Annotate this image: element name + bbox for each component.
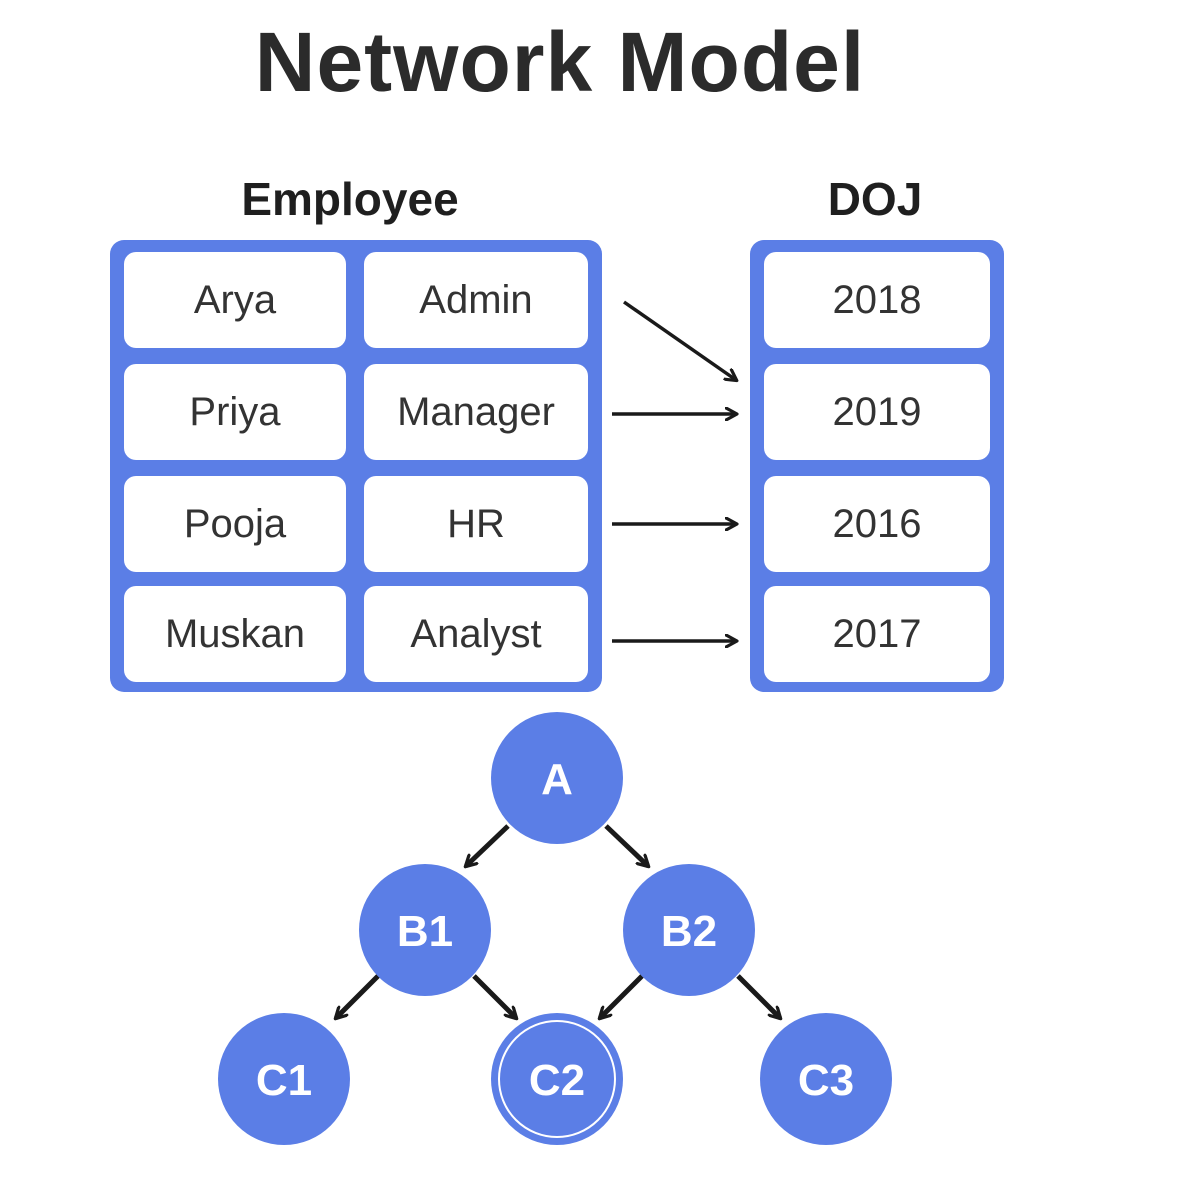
tree-edge: [472, 974, 516, 1018]
link-arrow: [622, 300, 736, 380]
employee-role-cell: Manager: [364, 364, 588, 460]
employee-table-header: Employee: [241, 173, 459, 225]
tree-node-c3: C3: [760, 1013, 892, 1145]
tree-node-a: A: [491, 712, 623, 844]
tree-edge: [604, 824, 648, 866]
employee-role-cell: Admin: [364, 252, 588, 348]
svg-text:C1: C1: [256, 1056, 312, 1105]
employee-name-cell: Muskan: [124, 586, 346, 682]
tree-node-c1: C1: [218, 1013, 350, 1145]
svg-text:A: A: [541, 755, 573, 804]
doj-cell: 2016: [764, 476, 990, 572]
employee-name-cell: Priya: [124, 364, 346, 460]
doj-table-header: DOJ: [827, 173, 923, 225]
tree-node-b2: B2: [623, 864, 755, 996]
svg-text:C2: C2: [529, 1056, 585, 1105]
doj-cell: 2019: [764, 364, 990, 460]
employee-role-cell: HR: [364, 476, 588, 572]
employee-name-cell: Arya: [124, 252, 346, 348]
tree-edge: [466, 824, 510, 866]
employee-role-cell: Analyst: [364, 586, 588, 682]
employee-table: Arya Admin Priya Manager Pooja HR Muskan…: [110, 240, 602, 692]
page-title: Network Model: [254, 15, 866, 109]
tree-node-b1: B1: [359, 864, 491, 996]
svg-text:C3: C3: [798, 1056, 854, 1105]
doj-cell: 2017: [764, 586, 990, 682]
tree-edge: [736, 974, 780, 1018]
tree-node-c2: C2: [491, 1013, 623, 1145]
doj-table: 2018 2019 2016 2017: [750, 240, 1004, 692]
employee-name-cell: Pooja: [124, 476, 346, 572]
svg-text:B2: B2: [661, 907, 717, 956]
tree-edge: [600, 974, 644, 1018]
tree-edge: [336, 974, 380, 1018]
doj-cell: 2018: [764, 252, 990, 348]
svg-text:B1: B1: [397, 907, 453, 956]
